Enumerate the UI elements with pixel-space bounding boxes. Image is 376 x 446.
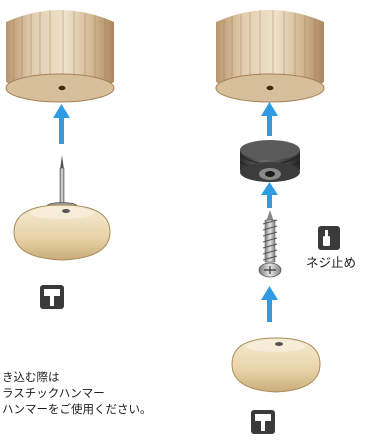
- right-assembly: ネジ止め: [215, 10, 356, 434]
- left-wooden-leg: [5, 10, 115, 103]
- screwdriver-icon: [318, 226, 340, 250]
- rubber-adapter: [239, 140, 301, 182]
- left-nail: [46, 155, 78, 210]
- screw: [258, 210, 282, 278]
- right-arrow-up-2: [261, 182, 278, 208]
- left-arrow-up: [53, 104, 70, 144]
- right-arrow-up-1: [261, 102, 278, 136]
- left-felt-pad-cap: [13, 204, 111, 261]
- left-assembly: き込む際は ラスチックハンマー ハンマーをご使用ください。: [2, 10, 152, 416]
- right-hammer-icon: [251, 410, 275, 434]
- right-wooden-leg: [215, 10, 325, 103]
- right-felt-pad-cap: [231, 337, 321, 393]
- right-arrow-up-3: [261, 286, 278, 322]
- note-line-1: き込む際は: [2, 370, 60, 384]
- note-line-3: ハンマーをご使用ください。: [2, 402, 152, 416]
- left-hammer-icon: [40, 285, 64, 309]
- note-line-2: ラスチックハンマー: [2, 386, 105, 400]
- screw-label: ネジ止め: [306, 255, 356, 270]
